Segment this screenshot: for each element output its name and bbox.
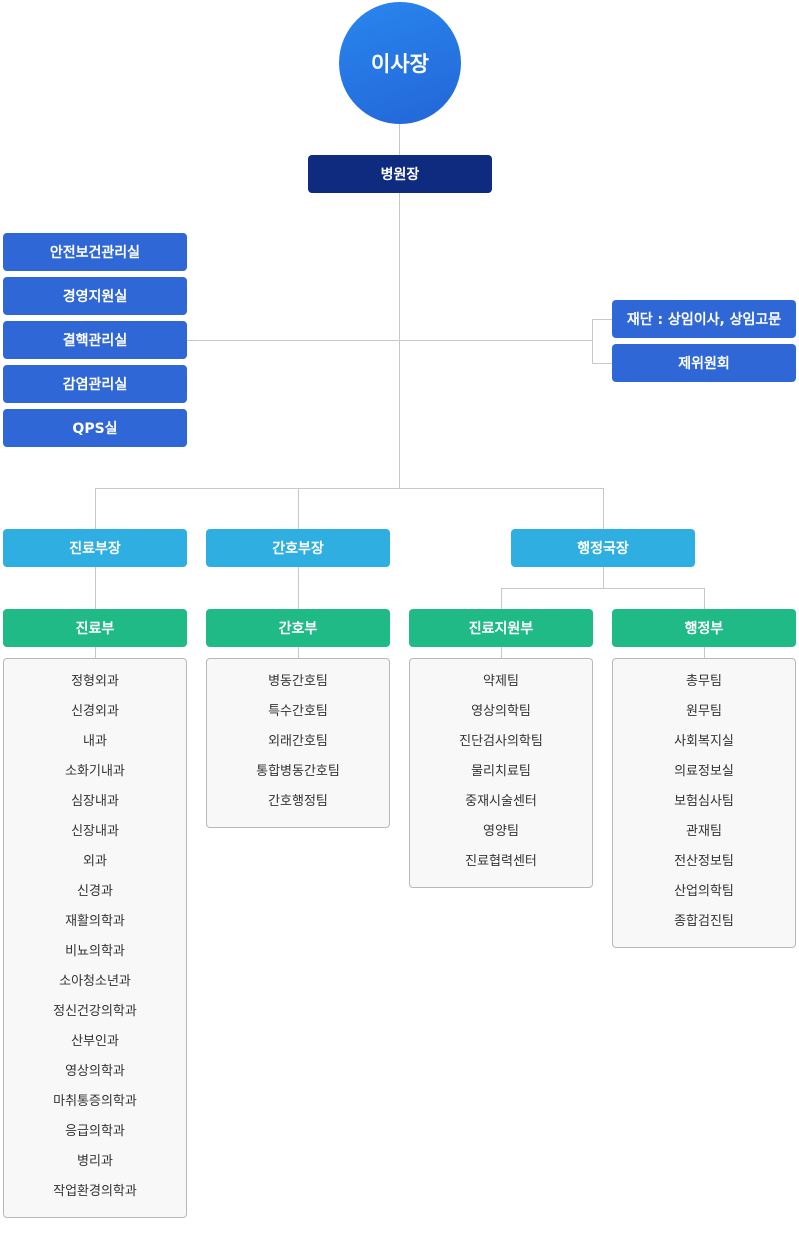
list-item: 신경과 — [77, 884, 113, 899]
connector-line — [298, 647, 299, 658]
chairman-node: 이사장 — [339, 2, 461, 124]
head-admin: 행정국장 — [511, 529, 695, 567]
list-item: 사회복지실 — [674, 734, 734, 749]
list-item: 정신건강의학과 — [53, 1004, 137, 1019]
unit-foundation: 재단 : 상임이사, 상임고문 — [612, 300, 796, 338]
list-item: 영상의학과 — [65, 1064, 125, 1079]
connector-line — [592, 319, 593, 363]
list-item: 작업환경의학과 — [53, 1184, 137, 1199]
head-medical: 진료부장 — [3, 529, 187, 567]
list-item: 산부인과 — [71, 1034, 119, 1049]
list-item: 비뇨의학과 — [65, 944, 125, 959]
head-nursing: 간호부장 — [206, 529, 390, 567]
list-item: 통합병동간호팀 — [256, 764, 340, 779]
connector-line — [501, 647, 502, 658]
dept-medical-support-list: 약제팀 영상의학팀 진단검사의학팀 물리치료팀 중재시술센터 영양팀 진료협력센… — [409, 658, 593, 888]
list-item: 진단검사의학팀 — [459, 734, 543, 749]
list-item: 보험심사팀 — [674, 794, 734, 809]
connector-line — [186, 340, 592, 341]
list-item: 병동간호팀 — [268, 674, 328, 689]
list-item: 병리과 — [77, 1154, 113, 1169]
list-item: 진료협력센터 — [465, 854, 537, 869]
list-item: 신장내과 — [71, 824, 119, 839]
list-item: 외과 — [83, 854, 107, 869]
list-item: 내과 — [83, 734, 107, 749]
list-item: 정형외과 — [71, 674, 119, 689]
dept-administration-list: 총무팀 원무팀 사회복지실 의료정보실 보험심사팀 관재팀 전산정보팀 산업의학… — [612, 658, 796, 948]
connector-line — [399, 124, 400, 155]
connector-line — [95, 488, 96, 529]
director-node: 병원장 — [308, 155, 492, 193]
list-item: 중재시술센터 — [465, 794, 537, 809]
dept-medical-list: 정형외과 신경외과 내과 소화기내과 심장내과 신장내과 외과 신경과 재활의학… — [3, 658, 187, 1218]
dept-medical-support: 진료지원부 — [409, 609, 593, 647]
list-item: 재활의학과 — [65, 914, 125, 929]
list-item: 심장내과 — [71, 794, 119, 809]
list-item: 영양팀 — [483, 824, 519, 839]
list-item: 산업의학팀 — [674, 884, 734, 899]
connector-line — [95, 567, 96, 609]
connector-line — [501, 588, 705, 589]
list-item: 의료정보실 — [674, 764, 734, 779]
connector-line — [592, 319, 612, 320]
dept-administration: 행정부 — [612, 609, 796, 647]
connector-line — [501, 588, 502, 609]
dept-medical: 진료부 — [3, 609, 187, 647]
dept-nursing-list: 병동간호팀 특수간호팀 외래간호팀 통합병동간호팀 간호행정팀 — [206, 658, 390, 828]
list-item: 소화기내과 — [65, 764, 125, 779]
unit-infection-control: 감염관리실 — [3, 365, 187, 403]
list-item: 간호행정팀 — [268, 794, 328, 809]
list-item: 마취통증의학과 — [53, 1094, 137, 1109]
list-item: 특수간호팀 — [268, 704, 328, 719]
connector-line — [592, 363, 612, 364]
list-item: 원무팀 — [686, 704, 722, 719]
list-item: 응급의학과 — [65, 1124, 125, 1139]
list-item: 전산정보팀 — [674, 854, 734, 869]
connector-line — [298, 567, 299, 609]
unit-safety-health: 안전보건관리실 — [3, 233, 187, 271]
unit-committees: 제위원회 — [612, 344, 796, 382]
connector-line — [298, 488, 299, 529]
connector-line — [704, 647, 705, 658]
connector-line — [704, 588, 705, 609]
list-item: 소아청소년과 — [59, 974, 131, 989]
unit-tuberculosis: 결핵관리실 — [3, 321, 187, 359]
list-item: 약제팀 — [483, 674, 519, 689]
connector-line — [95, 647, 96, 658]
list-item: 종합검진팀 — [674, 914, 734, 929]
list-item: 영상의학팀 — [471, 704, 531, 719]
list-item: 총무팀 — [686, 674, 722, 689]
list-item: 외래간호팀 — [268, 734, 328, 749]
connector-line — [95, 488, 604, 489]
unit-management-support: 경영지원실 — [3, 277, 187, 315]
dept-nursing: 간호부 — [206, 609, 390, 647]
unit-qps: QPS실 — [3, 409, 187, 447]
connector-line — [603, 488, 604, 529]
list-item: 신경외과 — [71, 704, 119, 719]
connector-line — [603, 567, 604, 588]
list-item: 물리치료팀 — [471, 764, 531, 779]
list-item: 관재팀 — [686, 824, 722, 839]
